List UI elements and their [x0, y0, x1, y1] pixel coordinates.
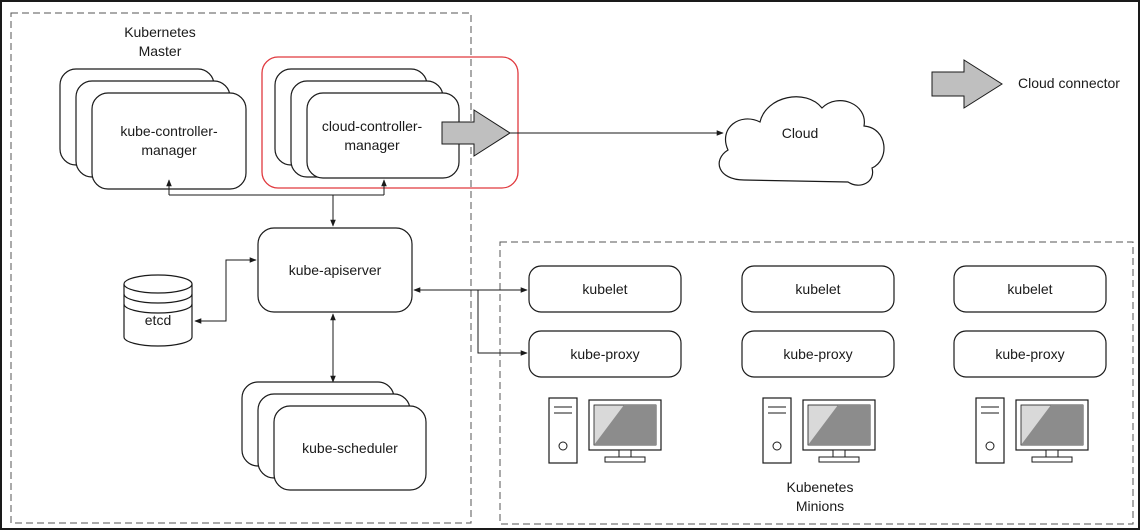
etcd-label: etcd: [144, 311, 172, 328]
minions-label: Kubenetes Minions: [786, 479, 854, 514]
computer-icon: [548, 397, 662, 464]
etcd-database: [123, 274, 193, 347]
kubelet-box-1: [528, 265, 682, 313]
kube-proxy-box-1: [528, 330, 682, 378]
cloud-label: Cloud: [781, 124, 819, 141]
kube-apiserver-label: kube-apiserver: [288, 261, 382, 278]
cloud-controller-highlight: [261, 56, 519, 189]
kubelet-box-3: [953, 265, 1107, 313]
kube-proxy-box-3: [953, 330, 1107, 378]
kubelet-label: kubelet: [582, 280, 628, 297]
cloud-controller-manager-label: cloud-controller- manager: [321, 117, 423, 153]
kubelet-label: kubelet: [795, 280, 841, 297]
kube-proxy-label: kube-proxy: [570, 345, 640, 362]
cloud-shape: [718, 96, 885, 186]
kubelet-box-2: [741, 265, 895, 313]
kube-proxy-box-2: [741, 330, 895, 378]
kube-scheduler-label: kube-scheduler: [302, 439, 398, 456]
kube-proxy-label: kube-proxy: [783, 345, 853, 362]
apiserver-node-connector: [413, 287, 528, 356]
kube-scheduler-stack: [241, 381, 427, 491]
kube-controller-manager-stack: [59, 68, 247, 190]
cloud-connector-arrow: [441, 109, 511, 157]
master-label: Kubernetes Master: [124, 24, 196, 59]
kube-apiserver-box: [257, 227, 413, 313]
computer-icon: [762, 397, 876, 464]
minions-boundary: [499, 241, 1134, 525]
kube-controller-manager-label: kube-controller- manager: [120, 123, 218, 158]
computer-icon: [975, 397, 1089, 464]
legend-connector-arrow: [931, 59, 1003, 109]
master-boundary: [10, 12, 472, 524]
cloud-controller-manager-stack: [274, 68, 460, 179]
apiserver-etcd-connector: [194, 257, 257, 324]
kube-proxy-label: kube-proxy: [995, 345, 1065, 362]
kubelet-label: kubelet: [1007, 280, 1053, 297]
legend-label: Cloud connector: [1018, 74, 1120, 91]
controllers-to-apiserver-connector: [166, 179, 387, 227]
